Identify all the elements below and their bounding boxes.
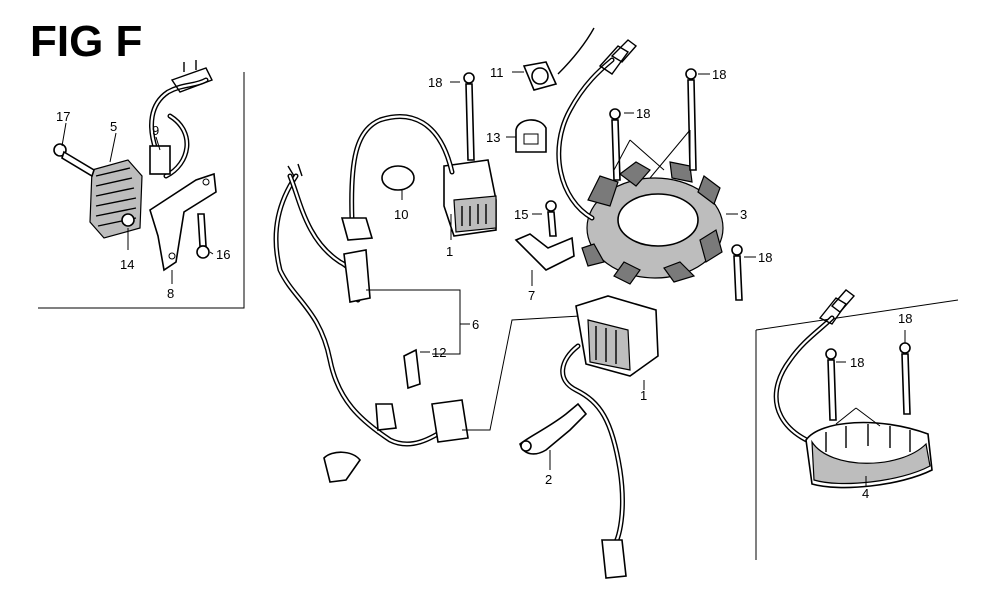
callout-15: 15 bbox=[514, 207, 528, 222]
regulator-part bbox=[89, 159, 143, 239]
callout-2: 2 bbox=[545, 472, 552, 487]
exciter-coil-lower bbox=[560, 295, 659, 579]
bolts-18 bbox=[450, 68, 756, 301]
bolt-17 bbox=[53, 143, 95, 178]
clamp-11 bbox=[512, 27, 595, 91]
callout-4: 4 bbox=[862, 486, 869, 501]
washer-14 bbox=[121, 213, 135, 227]
callout-5: 5 bbox=[110, 119, 117, 134]
stator-main bbox=[556, 39, 738, 285]
callout-3: 3 bbox=[740, 207, 747, 222]
inset-stator-variant bbox=[755, 289, 959, 560]
bolt-16 bbox=[197, 213, 207, 247]
callout-13: 13 bbox=[486, 130, 500, 145]
exciter-coil-upper bbox=[340, 114, 497, 241]
callout-11: 11 bbox=[490, 65, 504, 80]
callout-10: 10 bbox=[394, 207, 408, 222]
bracket-8-part bbox=[149, 172, 217, 272]
callout-14: 14 bbox=[120, 257, 134, 272]
callout-18-a: 18 bbox=[428, 75, 442, 90]
callout-17: 17 bbox=[56, 109, 70, 124]
callout-12: 12 bbox=[432, 345, 446, 360]
figure-title: FIG F bbox=[30, 17, 142, 66]
grommet-13 bbox=[506, 119, 547, 153]
callout-18-c: 18 bbox=[712, 67, 726, 82]
clip-12 bbox=[403, 348, 430, 390]
callout-18-e: 18 bbox=[850, 355, 864, 370]
cap-10 bbox=[381, 165, 415, 200]
callout-1-lower: 1 bbox=[640, 388, 647, 403]
clip-2 bbox=[519, 402, 588, 470]
callout-18-b: 18 bbox=[636, 106, 650, 121]
callout-9: 9 bbox=[152, 123, 159, 138]
callout-16: 16 bbox=[216, 247, 230, 262]
wire-harness-6 bbox=[273, 163, 581, 483]
callout-18-f: 18 bbox=[898, 311, 912, 326]
inset-regulator bbox=[38, 60, 245, 309]
callout-1-upper: 1 bbox=[446, 244, 453, 259]
callout-8: 8 bbox=[167, 286, 174, 301]
callout-18-d: 18 bbox=[758, 250, 772, 265]
callout-6: 6 bbox=[472, 317, 479, 332]
connector-9-part bbox=[149, 145, 171, 175]
bolt-15-and-bracket-7 bbox=[514, 200, 575, 286]
callout-7: 7 bbox=[528, 288, 535, 303]
